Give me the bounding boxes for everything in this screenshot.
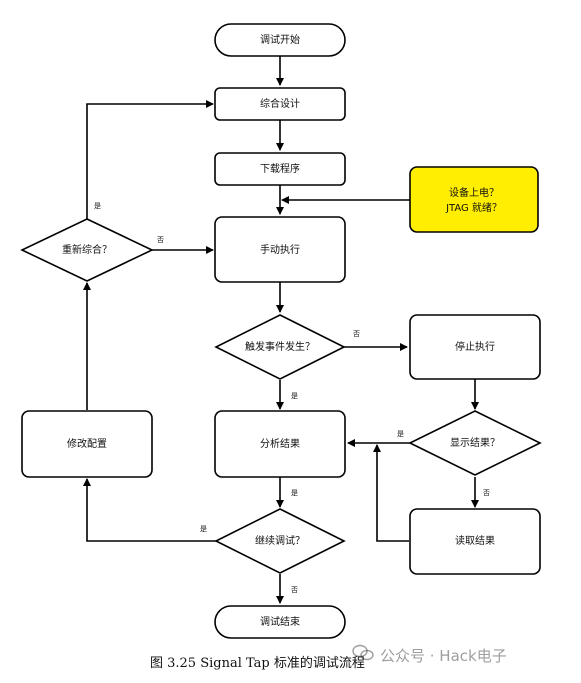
node-continue-label: 继续调试？: [255, 534, 305, 547]
process-shape: [214, 87, 346, 121]
node-power-line1: 设备上电？: [449, 186, 499, 199]
node-manual: 手动执行: [214, 216, 346, 283]
terminal-shape: [214, 605, 346, 639]
node-power-line2: JTAG 就绪？: [445, 201, 502, 214]
node-read-label: 读取结果: [455, 534, 495, 547]
node-synth-label: 综合设计: [260, 97, 300, 110]
figure-caption: 图 3.25 Signal Tap 标准的调试流程: [150, 656, 365, 671]
decision-shape: [214, 508, 346, 574]
node-modify: 修改配置: [21, 410, 153, 478]
process-shape: [409, 314, 541, 380]
node-trigger-label: 触发事件发生？: [245, 340, 315, 353]
node-modify-label: 修改配置: [67, 437, 107, 450]
process-shape: [214, 216, 346, 283]
edge-label-show-yes: 是: [397, 430, 404, 438]
edge-label-trigger-yes: 是: [291, 392, 298, 400]
edge-label-show-no: 否: [483, 489, 490, 497]
node-download: 下载程序: [214, 152, 346, 186]
node-end: 调试结束: [214, 605, 346, 639]
edge-continue-modify: [83, 478, 218, 542]
process-shape: [214, 152, 346, 186]
node-continue: 继续调试？: [214, 508, 346, 574]
highlight-shape: [409, 166, 539, 233]
node-manual-label: 手动执行: [260, 243, 300, 256]
node-show: 显示结果？: [408, 410, 542, 476]
node-stop-label: 停止执行: [455, 340, 495, 353]
node-resynth: 重新综合？: [20, 218, 154, 282]
decision-shape: [20, 218, 154, 282]
wechat-icon: [352, 644, 374, 661]
node-analyze: 分析结果: [214, 410, 346, 478]
node-download-label: 下载程序: [260, 162, 300, 175]
node-start-label: 调试开始: [260, 33, 300, 46]
node-analyze-label: 分析结果: [260, 437, 300, 450]
edge-read-analyze: [373, 444, 409, 542]
watermark: 公众号 · Hack电子: [380, 647, 507, 665]
edge-label-continue-yes: 是: [200, 525, 207, 533]
decision-shape: [408, 410, 542, 476]
edge-label-resynth-no: 否: [157, 236, 164, 244]
node-power: 设备上电？ JTAG 就绪？: [409, 166, 539, 233]
edge-label-analyze-yes: 是: [291, 489, 298, 497]
edge-label-resynth-yes: 是: [94, 202, 101, 210]
node-trigger: 触发事件发生？: [214, 314, 346, 380]
edge-label-continue-no: 否: [291, 586, 298, 594]
edge-resynth-synth: [86, 100, 214, 219]
node-synth: 综合设计: [214, 87, 346, 121]
process-shape: [409, 508, 541, 575]
edges: [83, 56, 479, 604]
edge-labels: 是 否 否 是 是 否 是 是 否: [94, 202, 490, 594]
node-show-label: 显示结果？: [450, 436, 500, 449]
node-start: 调试开始: [214, 23, 346, 57]
decision-shape: [214, 314, 346, 380]
process-shape: [21, 410, 153, 478]
node-stop: 停止执行: [409, 314, 541, 380]
node-end-label: 调试结束: [260, 615, 300, 628]
node-resynth-label: 重新综合？: [62, 243, 112, 256]
edge-label-trigger-no: 否: [353, 330, 360, 338]
node-read: 读取结果: [409, 508, 541, 575]
process-shape: [214, 410, 346, 478]
terminal-shape: [214, 23, 346, 57]
